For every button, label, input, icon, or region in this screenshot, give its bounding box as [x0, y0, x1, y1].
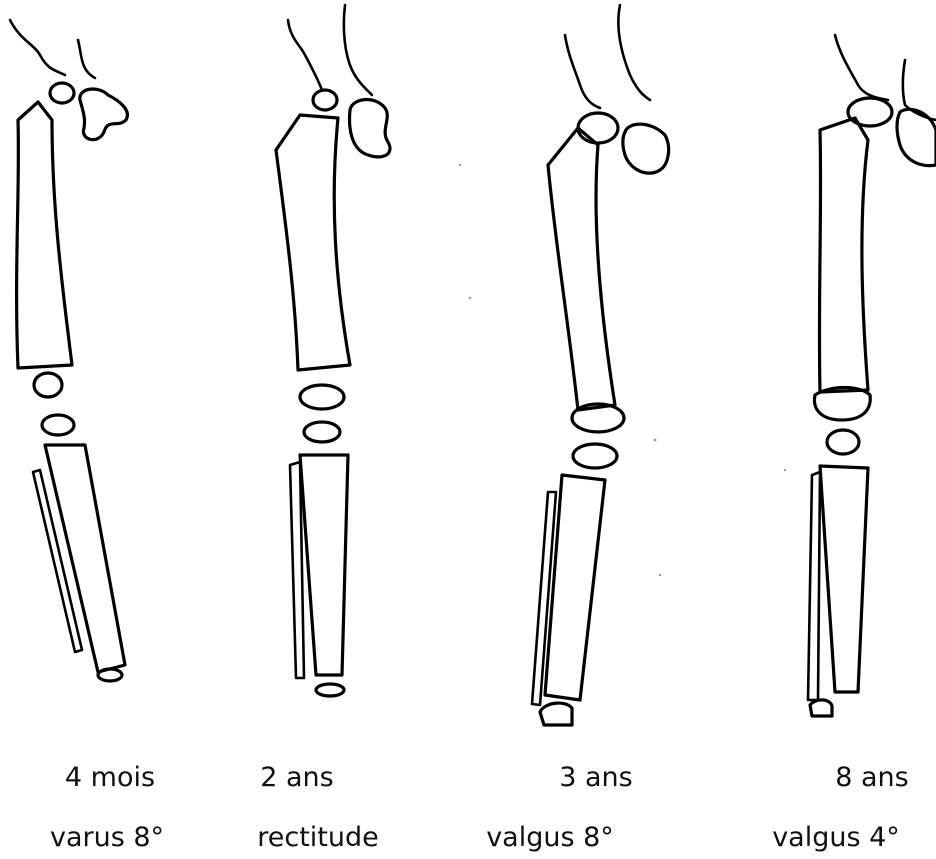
angle-label: rectitude: [257, 822, 379, 853]
proximal-tibial-epiphysis: [573, 444, 617, 468]
pelvis-outline: [565, 5, 650, 108]
fibula: [290, 462, 304, 678]
fibula: [808, 472, 820, 700]
proximal-tibial-epiphysis: [827, 430, 859, 454]
ankle-ossicle: [810, 700, 832, 716]
iliac-ossicle: [623, 124, 669, 173]
ankle-ossicle: [98, 669, 122, 681]
scan-speck: [654, 439, 657, 442]
proximal-tibial-epiphysis: [304, 422, 340, 442]
age-label: 3 ans: [559, 762, 633, 793]
tibia: [300, 455, 348, 675]
age-label: 2 ans: [260, 762, 334, 793]
scan-speck: [784, 469, 786, 471]
angle-label: varus 8°: [50, 822, 164, 853]
age-label: 8 ans: [835, 762, 909, 793]
ankle-ossicle: [316, 684, 344, 696]
pelvis-outline: [10, 20, 95, 78]
angle-label: valgus 8°: [486, 822, 614, 853]
age-label: 4 mois: [65, 762, 155, 793]
femur: [819, 118, 868, 392]
proximal-tibial-epiphysis: [42, 415, 74, 435]
scan-speck: [459, 164, 461, 166]
tibia: [820, 466, 868, 692]
scan-speck: [469, 297, 471, 299]
angle-label: valgus 4°: [772, 822, 900, 853]
iliac-ossicle: [80, 89, 128, 140]
femoral-head: [50, 83, 74, 103]
leg-drawing-2-ans: [276, 5, 390, 696]
distal-femoral-epiphysis: [34, 373, 62, 397]
femur: [276, 115, 350, 370]
leg-drawing-8-ans: [808, 35, 936, 716]
leg-drawing-4-mois: [10, 20, 127, 681]
distal-femoral-epiphysis: [300, 385, 344, 409]
femur: [548, 128, 615, 410]
iliac-ossicle: [897, 109, 936, 165]
scan-speck: [659, 574, 661, 576]
tibia: [45, 445, 125, 672]
leg-drawing-3-ans: [532, 5, 669, 725]
femoral-head: [313, 90, 337, 110]
ankle-ossicle: [540, 703, 572, 725]
pelvis-outline: [288, 5, 372, 95]
femur: [17, 102, 72, 368]
femoral-head: [848, 98, 892, 126]
femoral-head: [578, 113, 618, 143]
iliac-ossicle: [350, 100, 390, 157]
